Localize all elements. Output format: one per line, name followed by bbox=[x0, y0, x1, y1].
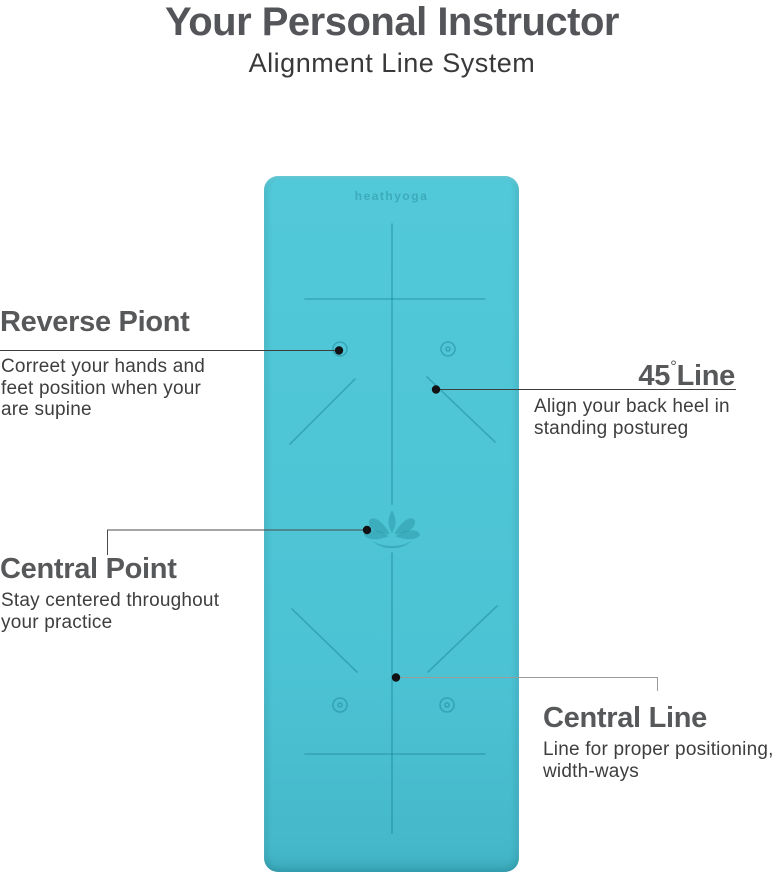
diagonal-45-upper-left bbox=[289, 378, 356, 445]
reverse-point-description: Correet your hands and feet position whe… bbox=[1, 356, 206, 420]
page-title: Your Personal Instructor bbox=[164, 0, 620, 44]
page-subtitle: Alignment Line System bbox=[248, 48, 536, 78]
mat-alignment-markings bbox=[289, 223, 498, 834]
central-point-description: Stay centered throughout your practice bbox=[1, 590, 220, 633]
yoga-mat: heathyoga bbox=[264, 176, 519, 872]
line-45-title: 45°Line bbox=[638, 351, 735, 392]
reverse-point-title: Reverse Piont bbox=[0, 306, 190, 338]
central-line-description: Line for proper positioning, width-ways bbox=[543, 739, 774, 782]
line-45-description: Align your back heel in standing posture… bbox=[534, 396, 730, 439]
header: Your Personal Instructor Alignment Line … bbox=[0, 0, 784, 79]
diagonal-45-lower-right bbox=[427, 605, 498, 673]
diagonal-45-lower-left bbox=[291, 608, 358, 673]
mat-brand-logo: heathyoga bbox=[354, 189, 429, 203]
alignment-target-icon bbox=[332, 341, 456, 713]
central-point-title: Central Point bbox=[0, 553, 177, 585]
diagonal-45-upper-right bbox=[426, 376, 496, 443]
line-45-title-number: 45 bbox=[638, 360, 671, 392]
lotus-logo-icon bbox=[364, 510, 420, 549]
degree-symbol: ° bbox=[670, 357, 677, 376]
line-45-title-word: Line bbox=[676, 360, 736, 392]
central-line-title: Central Line bbox=[543, 702, 707, 734]
